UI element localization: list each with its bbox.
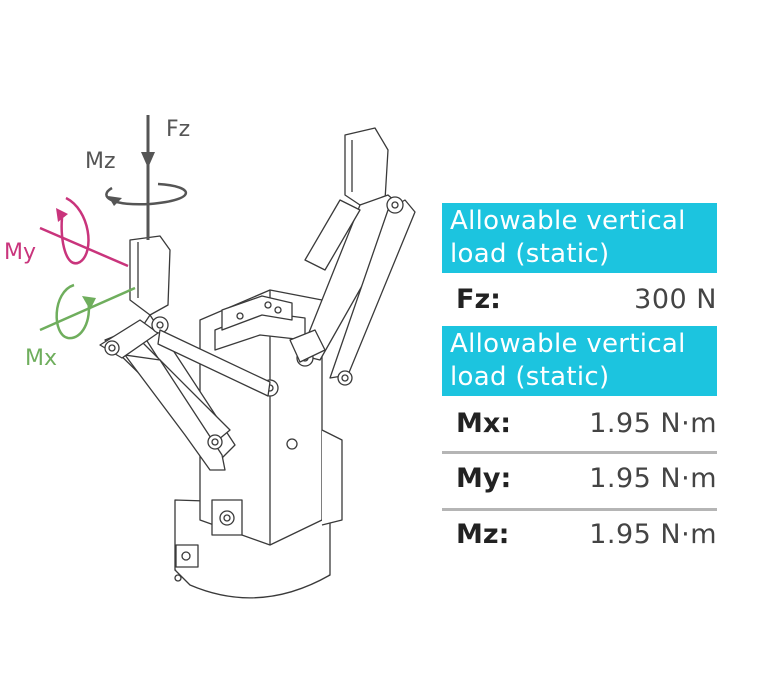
mx-row-value: 1.95 N·m bbox=[589, 408, 717, 439]
vertical-load-header-line1: Allowable vertical bbox=[450, 206, 686, 236]
row-divider bbox=[442, 508, 717, 511]
mz-row-label: Mz: bbox=[456, 519, 510, 550]
mz-rotation-arrow bbox=[105, 182, 188, 206]
mx-row-label: Mx: bbox=[456, 408, 512, 439]
mx-row: Mx: 1.95 N·m bbox=[442, 400, 717, 448]
fz-arrow bbox=[141, 115, 155, 240]
my-row-value: 1.95 N·m bbox=[589, 463, 717, 494]
spec-panel: Allowable vertical load (static) Fz: 300… bbox=[442, 0, 770, 673]
mz-row: Mz: 1.95 N·m bbox=[442, 511, 717, 559]
mz-label: Mz bbox=[85, 149, 116, 174]
gripper-diagram bbox=[39, 115, 416, 599]
vertical-load-header-line2: load (static) bbox=[450, 239, 610, 269]
fz-row-label: Fz: bbox=[456, 284, 501, 315]
row-divider bbox=[442, 451, 717, 454]
my-row: My: 1.95 N·m bbox=[442, 455, 717, 503]
my-label: My bbox=[4, 240, 37, 265]
fz-row-value: 300 N bbox=[634, 284, 717, 315]
fz-label: Fz bbox=[166, 117, 191, 142]
vertical-load-header: Allowable vertical load (static) bbox=[442, 203, 717, 273]
gripper-illustration bbox=[99, 127, 416, 599]
my-row-label: My: bbox=[456, 463, 512, 494]
mx-label: Mx bbox=[25, 346, 58, 371]
fz-row: Fz: 300 N bbox=[442, 276, 717, 324]
moment-header-line1: Allowable vertical bbox=[450, 329, 686, 359]
my-rotation-arrow bbox=[39, 196, 129, 268]
moment-header: Allowable vertical load (static) bbox=[442, 326, 717, 396]
mx-rotation-arrow bbox=[39, 283, 136, 340]
mz-row-value: 1.95 N·m bbox=[589, 519, 717, 550]
moment-header-line2: load (static) bbox=[450, 362, 610, 392]
